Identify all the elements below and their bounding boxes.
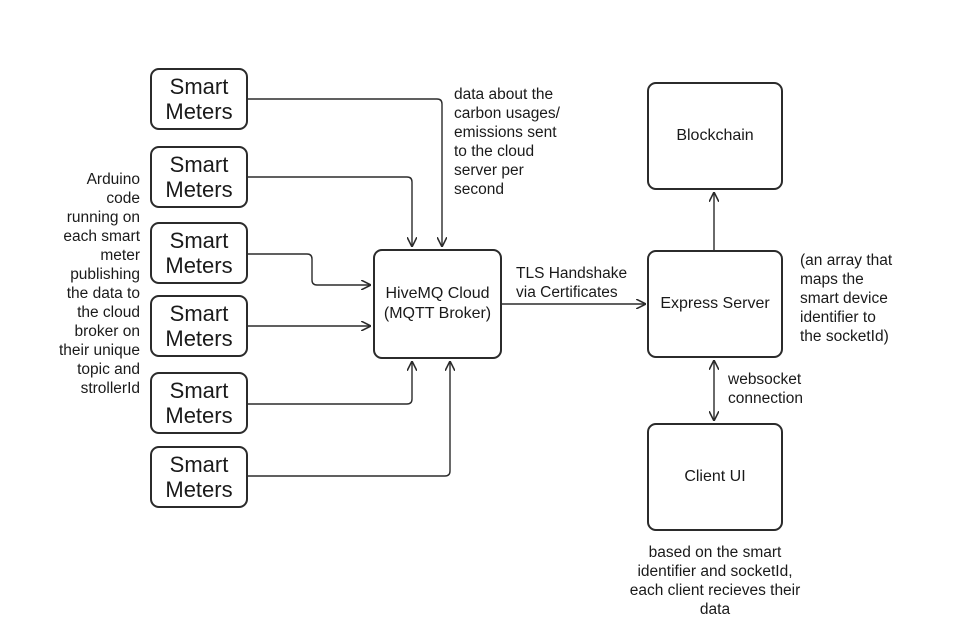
smart-meter-label-line1: Smart [169,301,229,326]
socket-map-note: (an array that maps the smart device ide… [800,251,892,346]
note-line: the data to [66,285,140,302]
note-line: Arduino [86,171,140,188]
connector-meter-6-broker [247,362,450,477]
connector-meter-3-broker [247,253,370,285]
broker-label-line2: (MQTT Broker) [383,305,492,322]
note-line: code [106,190,140,207]
note-line: each smart [63,228,140,245]
note-line: based on the smart [648,544,782,561]
smart-meter-box-5: Smart Meters [150,372,248,434]
note-line: via Certificates [516,284,618,301]
data-sent-note: data about the carbon usages/ emissions … [454,85,560,199]
arduino-note: Arduino code running on each smart meter… [59,170,140,398]
note-line: identifier to [800,309,876,326]
broker-label-line1: HiveMQ Cloud [385,285,490,302]
note-line: TLS Handshake [516,265,628,282]
smart-meter-label-line1: Smart [169,74,229,99]
note-line: topic and [77,361,140,378]
note-line: maps the [800,271,864,288]
note-line: (an array that [800,252,893,269]
smart-meter-label-line2: Meters [165,99,233,124]
smart-meter-label-line2: Meters [165,326,233,351]
smart-meter-label-line2: Meters [165,253,233,278]
note-line: publishing [70,266,140,283]
connector-meter-5-broker [247,362,412,405]
note-line: each client recieves their [629,582,801,599]
smart-meter-label-line2: Meters [165,403,233,428]
note-line: the socketId) [800,328,889,345]
smart-meter-label-line2: Meters [165,477,233,502]
express-server-box: Express Server [647,250,783,358]
websocket-note: websocket connection [728,370,803,408]
smart-meter-box-6: Smart Meters [150,446,248,508]
smart-meter-box-2: Smart Meters [150,146,248,208]
note-line: the cloud [77,304,140,321]
client-ui-label: Client UI [684,468,746,485]
note-line: meter [100,247,140,264]
note-line: identifier and socketId, [637,563,793,580]
note-line: strollerId [80,380,140,397]
note-line: second [454,181,504,198]
note-line: broker on [74,323,140,340]
smart-meter-label-line1: Smart [169,452,229,477]
client-data-note: based on the smart identifier and socket… [602,543,828,619]
blockchain-label: Blockchain [676,127,754,144]
connector-meter-2-broker [247,176,412,246]
client-ui-box: Client UI [647,423,783,531]
note-line: emissions sent [454,124,557,141]
smart-meter-label-line2: Meters [165,177,233,202]
smart-meter-box-1: Smart Meters [150,68,248,130]
smart-meter-label-line1: Smart [169,228,229,253]
note-line: server per [454,162,524,179]
tls-handshake-note: TLS Handshake via Certificates [516,264,627,302]
note-line: smart device [800,290,888,307]
note-line: connection [728,390,803,407]
note-line: running on [66,209,140,226]
connector-meter-1-broker [247,98,442,246]
blockchain-box: Blockchain [647,82,783,190]
note-line: carbon usages/ [454,105,560,122]
note-line: their unique [58,342,140,359]
smart-meter-label-line1: Smart [169,152,229,177]
note-line: data about the [454,86,554,103]
smart-meter-label-line1: Smart [169,378,229,403]
note-line: websocket [728,371,802,388]
smart-meter-box-3: Smart Meters [150,222,248,284]
smart-meter-box-4: Smart Meters [150,295,248,357]
note-line: to the cloud [454,143,535,160]
hivemq-broker-box: HiveMQ Cloud (MQTT Broker) [373,249,502,359]
note-line: data [699,601,731,618]
server-label: Express Server [660,295,770,312]
